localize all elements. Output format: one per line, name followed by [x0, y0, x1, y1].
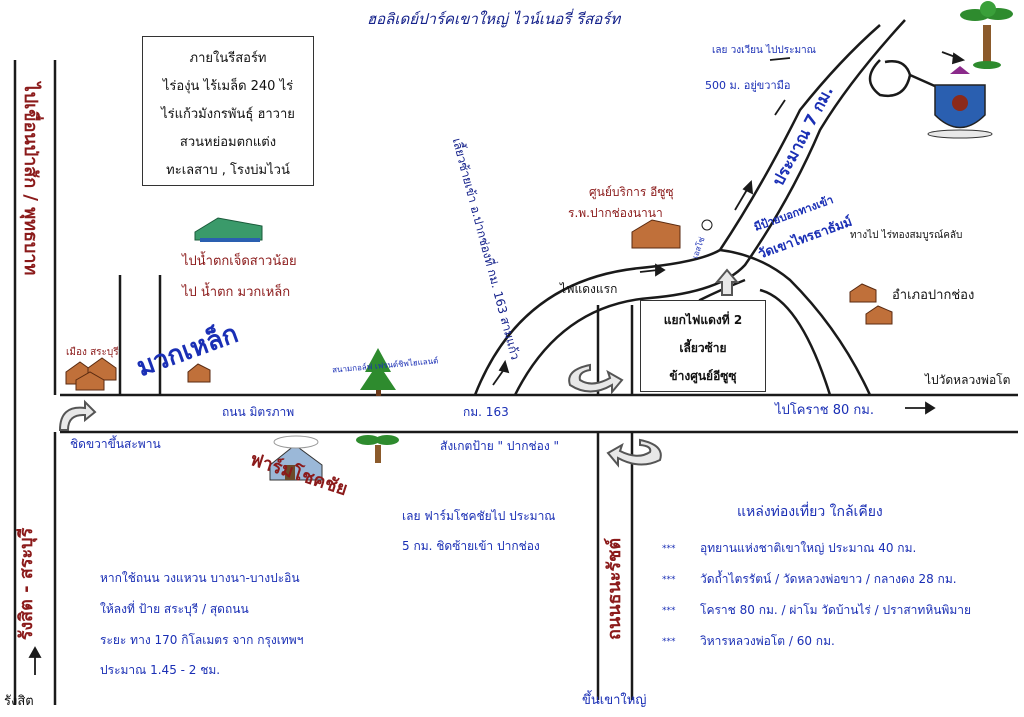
attraction-item: โคราช 80 กม. / ผ่าโม วัดบ้านไร่ / ปราสาท…	[700, 603, 972, 617]
isuzu-label: ศูนย์บริการ อีซูซุ	[589, 185, 674, 199]
intersection-line: เลี้ยวซ้าย	[679, 341, 727, 355]
resort-info-line: ทะเลสาบ , โรงบ่มไวน์	[166, 163, 290, 178]
palm-tree-icon	[960, 1, 1013, 69]
pine-tree-icon	[360, 348, 396, 396]
route-line3: ระยะ ทาง 170 กิโลเมตร จาก กรุงเทพฯ	[100, 633, 304, 647]
left-road	[13, 60, 57, 705]
thongsomboon-label: ทางไป ไร่ทองสมบูรณ์คลับ	[850, 230, 963, 241]
attractions-heading: แหล่งท่องเที่ยว ใกล้เคียง	[737, 504, 883, 520]
luang-pho-label: ไปวัดหลวงพ่อโต	[925, 373, 1011, 387]
light1-label: ไฟแดงแรก	[560, 282, 618, 296]
side-road	[118, 275, 162, 395]
thanarat-label: ถนนธนะรัชต์	[604, 537, 625, 641]
attraction-bullet: ***	[662, 637, 676, 647]
resort-info-box: ภายในรีสอร์ท ไร่องุ่น ไร้เมล็ด 240 ไร่ ไ…	[142, 36, 314, 186]
saraburi-label: เมือง สระบุรี	[66, 347, 119, 358]
intersection-line: แยกไฟแดงที่ 2	[663, 313, 743, 327]
resort-info-line: สวนหย่อมตกแต่ง	[179, 135, 277, 150]
resort-info-line: ภายในรีสอร์ท	[189, 51, 267, 66]
house-icon	[65, 219, 893, 391]
gas-station-icon	[701, 219, 713, 231]
rangsit-label: รังสิต	[4, 694, 34, 709]
sign-note-label: สังเกตป้าย " ปากช่อง "	[440, 439, 560, 453]
attraction-bullet: ***	[662, 575, 676, 585]
farm-note-line1: เลย ฟาร์มโชคชัยไป ประมาณ	[402, 509, 556, 523]
500m-label: 500 ม. อยู่ขวามือ	[705, 79, 791, 92]
waterfall-label: ไปน้ำตกเจ็ดสาวน้อย	[182, 254, 297, 269]
km163-label: กม. 163	[463, 405, 509, 419]
pass-curve-label: เลย วงเวียน ไปประมาณ	[712, 45, 816, 56]
route-line2: ให้ลงที่ ป้าย สระบุรี / สุดถนน	[100, 602, 249, 616]
khao-yai-label: ขึ้นเขาใหญ่	[582, 693, 647, 708]
resort-info-line: ไร่องุ่น ไร้เมล็ด 240 ไร่	[162, 79, 294, 94]
attraction-item: วัดถ้ำไตรรัตน์ / วัดหลวงพ่อขาว / กลางดง …	[700, 572, 957, 586]
route-line1: หากใช้ถนน วงแหวน บางนา-บางปะอิน	[100, 571, 300, 585]
pak-chong-label: อำเภอปากช่อง	[892, 288, 975, 303]
hospital-label: ร.พ.ปากช่องนานา	[568, 206, 663, 220]
korat-label: ไปโคราช 80 กม.	[775, 403, 874, 418]
map-title: ฮอลิเดย์ปาร์คเขาใหญ่ ไวน์เนอรี่ รีสอร์ท	[367, 10, 621, 28]
house-icon	[194, 217, 263, 242]
attraction-bullet: ***	[662, 544, 676, 554]
resort-emblem-icon	[927, 66, 993, 139]
thanarat-road	[596, 305, 634, 700]
arrow-icon	[28, 51, 966, 675]
waterfall2-label: ไป น้ำตก มวกเหล็ก	[182, 285, 291, 300]
house-icon	[269, 435, 323, 481]
attraction-item: อุทยานแห่งชาติเขาใหญ่ ประมาณ 40 กม.	[700, 541, 917, 555]
resort-road	[473, 19, 956, 396]
left-road-label-top: ไปเขื่อนป่าสัก / พุทธบาท	[20, 82, 41, 276]
resort-info-line: ไร่แก้วมังกรพันธุ์ ฮาวาย	[161, 107, 295, 122]
intersection-box: แยกไฟแดงที่ 2 เลี้ยวซ้าย ข้างศูนย์อีซูซุ	[640, 300, 766, 392]
left-road-label-bottom: รังสิต - สระบุรี	[16, 527, 37, 641]
friendship-road-label: ถนน มิตรภาพ	[222, 405, 295, 419]
friendship-road	[60, 393, 1018, 434]
attraction-item: วิหารหลวงพ่อโต / 60 กม.	[700, 634, 835, 648]
intersection-line: ข้างศูนย์อีซูซุ	[669, 369, 737, 383]
palm-tree-icon	[356, 435, 399, 463]
u-turn-arrow-icon	[58, 268, 740, 468]
farm-note-line2: 5 กม. ชิดซ้ายเข้า ปากช่อง	[402, 539, 540, 553]
uturn-left-label: ชิดขวาขึ้นสะพาน	[70, 437, 161, 451]
attraction-bullet: ***	[662, 606, 676, 616]
route-line4: ประมาณ 1.45 - 2 ชม.	[100, 663, 221, 677]
